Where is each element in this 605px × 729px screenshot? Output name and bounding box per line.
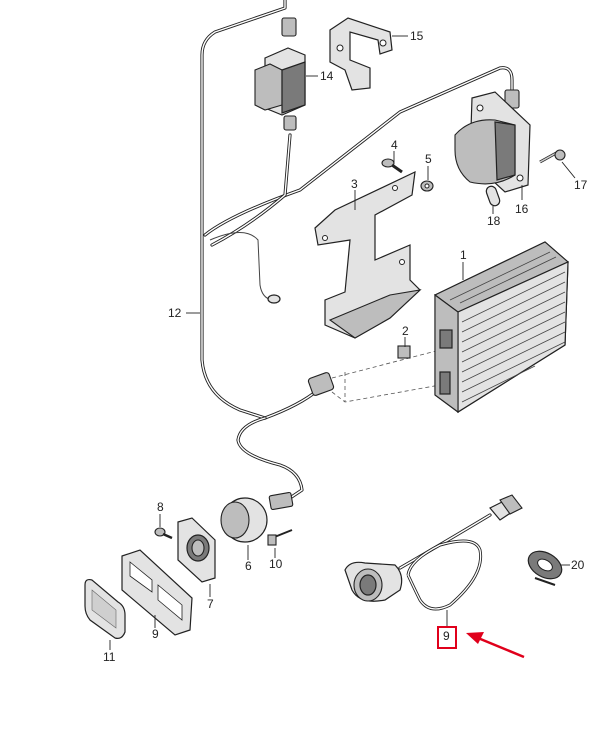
part-label-2: 2	[402, 324, 409, 338]
part-label-17: 17	[574, 178, 588, 192]
screw-10	[267, 529, 293, 546]
pointer-arrow	[466, 632, 525, 659]
leader-lines	[109, 35, 576, 650]
part-label-7: 7	[207, 597, 214, 611]
part-label-5: 5	[425, 152, 432, 166]
part-label-8: 8	[157, 500, 164, 514]
part-label-4: 4	[391, 138, 398, 152]
double-frame-9	[121, 549, 193, 636]
part-label-9-cable: 9	[443, 629, 450, 643]
nut-5	[420, 180, 434, 192]
mounting-bracket-3	[314, 170, 422, 339]
part-labels: 1 2 3 4 5 6 7 8 9 10 11 12 14 15 16 17 1…	[103, 29, 588, 664]
heater-unit-16	[454, 91, 531, 193]
part-label-1: 1	[460, 248, 467, 262]
relay-module-14	[254, 47, 306, 116]
bolt-8	[154, 527, 173, 540]
socket-plate-7	[177, 517, 216, 583]
part-label-15: 15	[410, 29, 424, 43]
part-label-11: 11	[103, 650, 116, 664]
highlight-box	[437, 626, 457, 649]
bracket-15	[329, 17, 393, 91]
fuse-2	[397, 345, 411, 359]
part-label-20: 20	[571, 558, 585, 572]
part-label-12: 12	[168, 306, 182, 320]
part-label-18: 18	[487, 214, 501, 228]
pin-18	[485, 185, 501, 207]
part-label-9-frame: 9	[152, 627, 159, 641]
tape-roll-20	[527, 550, 563, 586]
extension-cable-9	[344, 494, 523, 611]
connection-dashes	[331, 349, 441, 403]
bolt-4	[381, 158, 403, 174]
inverter-unit-1	[433, 241, 570, 414]
screw-17	[539, 149, 566, 164]
part-label-14: 14	[320, 69, 334, 83]
part-label-16: 16	[515, 202, 529, 216]
highlight	[437, 626, 525, 659]
part-label-10: 10	[269, 557, 283, 571]
socket-housing-6	[220, 497, 268, 543]
part-label-6: 6	[245, 559, 252, 573]
cover-11	[84, 578, 126, 639]
wiring-harness	[200, 0, 520, 511]
part-label-3: 3	[351, 177, 358, 191]
cooling-fins	[449, 251, 566, 403]
